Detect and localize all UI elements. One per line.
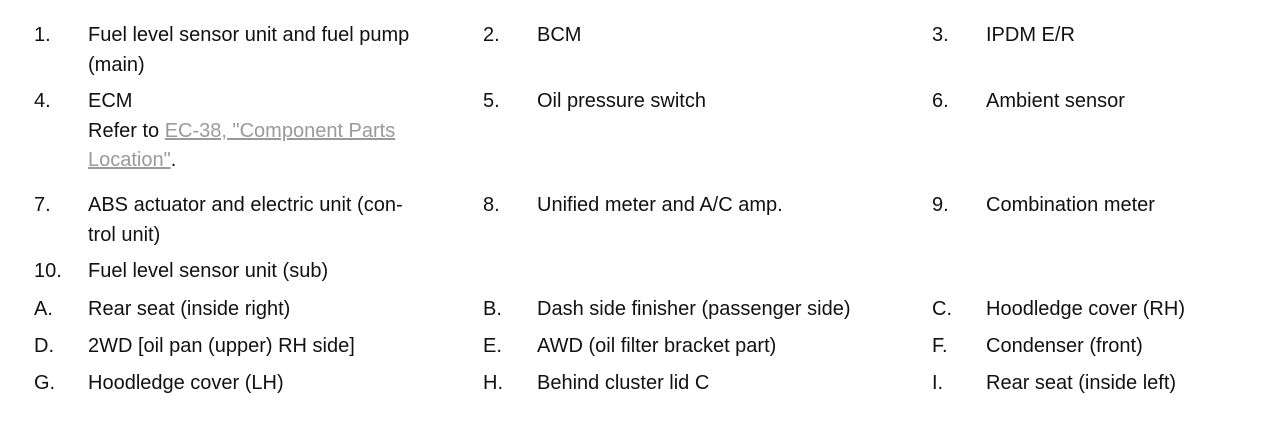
item-letter: H. <box>483 372 503 394</box>
item-label: 2WD [oil pan (upper) RH side] <box>88 335 355 357</box>
item-letter: E. <box>483 335 502 357</box>
item-letter: B. <box>483 298 502 320</box>
item-letter: A. <box>34 298 53 320</box>
item-label: Dash side finisher (passenger side) <box>537 298 851 320</box>
item-number: 1. <box>34 24 51 46</box>
item-number: 10. <box>34 260 62 282</box>
item-label: Hoodledge cover (RH) <box>986 298 1185 320</box>
item-label: Hoodledge cover (LH) <box>88 372 284 394</box>
item-label-continued: trol unit) <box>88 224 161 246</box>
item-number: 6. <box>932 90 949 112</box>
item-label: Rear seat (inside left) <box>986 372 1177 394</box>
reference-link-part-1[interactable]: EC-38, "Component Parts <box>164 120 396 142</box>
item-label: Combination meter <box>986 194 1155 216</box>
reference-line-continued: Location". <box>88 145 176 175</box>
item-number: 2. <box>483 24 500 46</box>
item-number: 9. <box>932 194 949 216</box>
item-label: ABS actuator and electric unit (con- <box>88 194 403 216</box>
item-number: 8. <box>483 194 500 216</box>
item-number: 3. <box>932 24 949 46</box>
item-label: Behind cluster lid C <box>537 372 710 394</box>
item-label: BCM <box>537 24 582 46</box>
item-label: ECM <box>88 90 133 112</box>
reference-line: Refer to EC-38, "Component Parts <box>88 116 395 146</box>
item-label: Fuel level sensor unit (sub) <box>88 260 329 282</box>
item-label: Fuel level sensor unit and fuel pump <box>88 24 410 46</box>
item-label: Oil pressure switch <box>537 90 706 112</box>
item-letter: G. <box>34 372 56 394</box>
item-number: 5. <box>483 90 500 112</box>
item-label: AWD (oil filter bracket part) <box>537 335 777 357</box>
item-label: Rear seat (inside right) <box>88 298 291 320</box>
item-letter: C. <box>932 298 952 320</box>
reference-prefix: Refer to <box>88 120 165 142</box>
item-number: 7. <box>34 194 51 216</box>
item-letter: F. <box>932 335 948 357</box>
item-label-continued: (main) <box>88 54 145 76</box>
item-label: Ambient sensor <box>986 90 1125 112</box>
item-label: Condenser (front) <box>986 335 1143 357</box>
item-letter: I. <box>932 372 944 394</box>
item-label: IPDM E/R <box>986 24 1075 46</box>
item-label: Unified meter and A/C amp. <box>537 194 783 216</box>
item-letter: D. <box>34 335 54 357</box>
reference-suffix: . <box>170 149 177 171</box>
reference-link-part-2[interactable]: Location" <box>88 149 171 171</box>
item-number: 4. <box>34 90 51 112</box>
